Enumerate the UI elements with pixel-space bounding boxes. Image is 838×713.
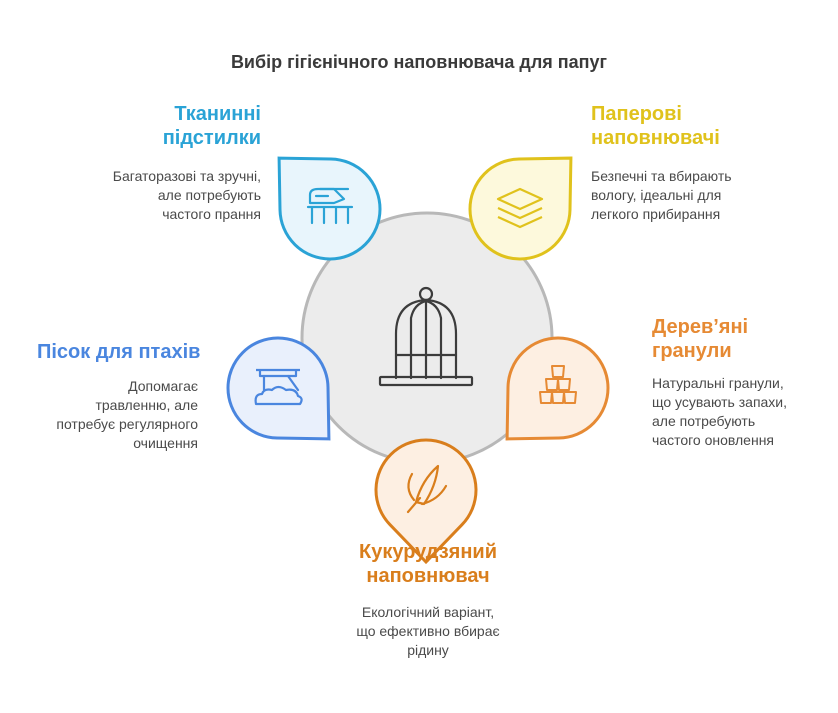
heading-cloth: Тканинні підстилки [162,103,261,149]
heading-paper: Паперові наповнювачі [591,103,720,149]
marker-cloth [277,156,382,261]
teardrop-sand [226,336,331,441]
marker-corn [374,438,478,565]
marker-sand [226,336,331,441]
ironing-board-icon [306,187,354,225]
description-corn: Екологічний варіант, що ефективно вбирає… [356,604,500,658]
marker-wood [505,336,610,441]
heading-sand: Пісок для птахів [37,341,201,363]
description-wood: Натуральні гранули, що усувають запахи, … [652,375,788,448]
corn-icon [406,464,448,514]
layers-icon [496,187,544,229]
description-cloth: Багаторазові та зручні, але потребують ч… [112,168,261,222]
stacked-blocks-icon [539,365,577,404]
diagram-title: Вибір гігієнічного наповнювача для папуг [230,52,608,72]
description-sand: Допомагає травленню, але потребує регуля… [56,378,198,451]
heading-corn: Кукурудзяний наповнювач [359,541,497,587]
description-paper: Безпечні та вбирають вологу, ідеальні дл… [591,168,732,222]
teardrop-cloth [277,156,382,261]
birdcage-icon [378,286,474,387]
marker-paper [468,156,573,261]
heading-wood: Дерев’яні гранули [652,316,749,362]
sandbox-icon [254,368,303,406]
